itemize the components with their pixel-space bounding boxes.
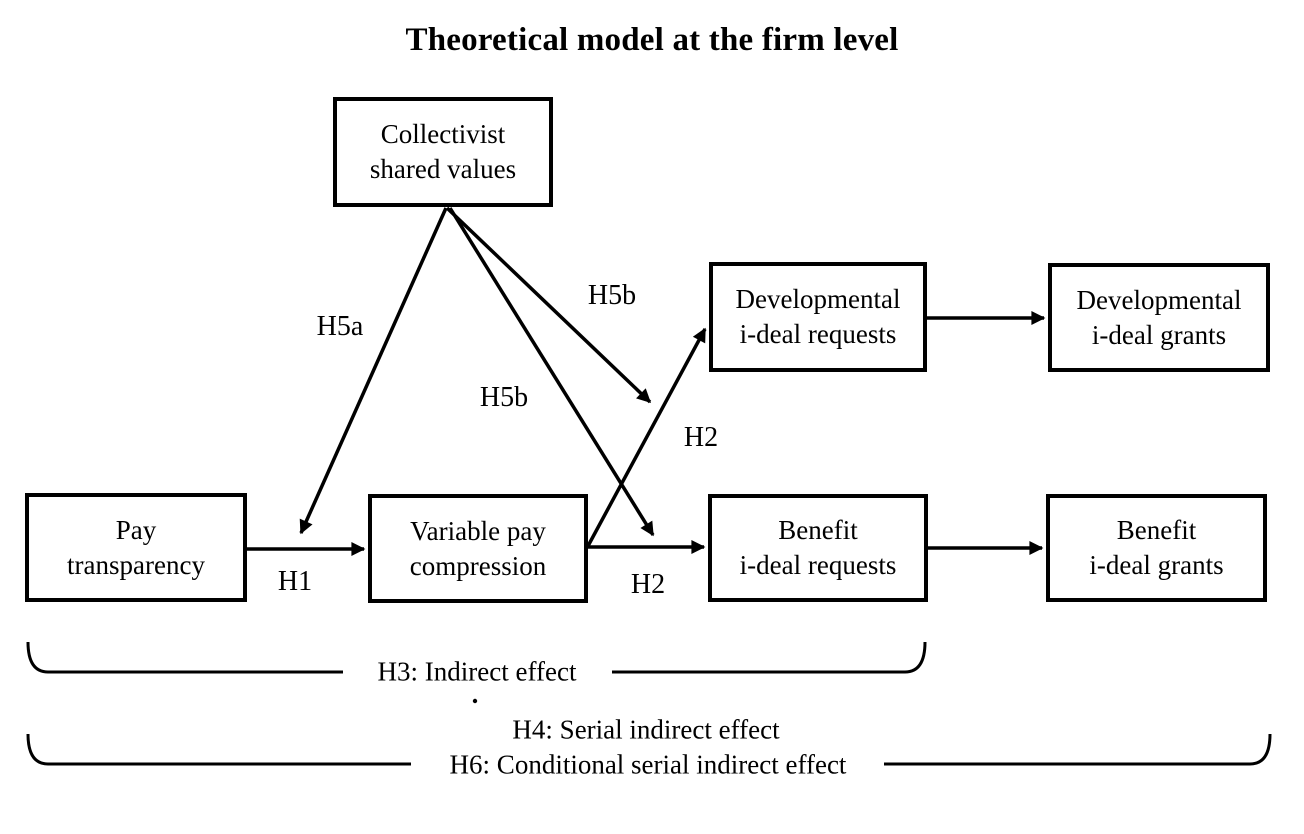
box-pay-transparency: Pay transparency (25, 493, 247, 602)
bracket-h3-left (26, 641, 343, 674)
bracket-h6-right (884, 733, 1272, 766)
label-h2-developmental: H2 (683, 422, 719, 453)
box-label-line: Developmental (735, 284, 901, 315)
box-label-line: i-deal requests (739, 319, 897, 349)
box-label-line: Developmental (1076, 284, 1242, 315)
arrow-h5b-moderation-upper (445, 206, 652, 404)
label-h2-benefit: H2 (630, 569, 666, 600)
box-developmental-ideal-requests: Developmental i-deal requests (709, 262, 927, 372)
note-h6-conditional-serial-indirect-effect: H6: Conditional serial indirect effect (449, 749, 847, 780)
box-label-line: shared values (369, 154, 517, 184)
box-label-line: transparency (67, 549, 205, 580)
box-label-line: Variable pay (410, 515, 546, 546)
label-h5b-upper: H5b (587, 280, 637, 311)
label-h5b-lower: H5b (479, 382, 529, 413)
arrow-h2-compression-to-developmental-requests (586, 327, 707, 547)
bracket-h6-left (26, 733, 411, 766)
arrow-h5a-moderation (299, 207, 448, 535)
box-label-line: Benefit (1116, 515, 1197, 546)
stray-dot (472, 698, 478, 704)
box-benefit-ideal-requests: Benefit i-deal requests (708, 494, 928, 602)
bracket-h3-right (612, 641, 927, 674)
box-label-line: Collectivist (380, 119, 506, 150)
diagram-title: Theoretical model at the firm level (405, 22, 899, 58)
box-benefit-ideal-grants: Benefit i-deal grants (1046, 494, 1267, 602)
box-label-line: i-deal grants (1089, 550, 1224, 580)
label-h1: H1 (277, 566, 313, 597)
note-h4-serial-indirect-effect: H4: Serial indirect effect (512, 714, 780, 745)
box-variable-pay-compression: Variable pay compression (368, 494, 588, 603)
arrow-h5b-moderation-lower (448, 207, 655, 537)
box-developmental-ideal-grants: Developmental i-deal grants (1048, 263, 1270, 372)
box-label-line: i-deal grants (1091, 319, 1227, 350)
box-label-line: compression (409, 550, 547, 581)
box-label-line: i-deal requests (739, 550, 897, 580)
note-h3-indirect-effect: H3: Indirect effect (377, 656, 577, 687)
label-h5a: H5a (316, 311, 364, 342)
box-label-line: Benefit (778, 515, 858, 546)
box-label-line: Pay (115, 514, 157, 545)
box-collectivist-shared-values: Collectivist shared values (333, 97, 553, 207)
